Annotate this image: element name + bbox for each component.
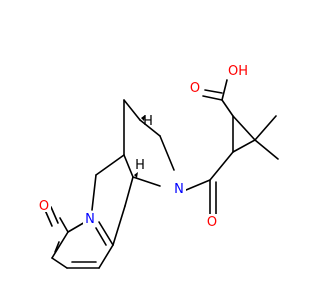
bond	[51, 257, 68, 269]
atom-label-bg	[205, 214, 219, 228]
atom-label-bg	[227, 63, 249, 77]
bond	[112, 205, 126, 246]
atom-label: N	[174, 182, 184, 197]
bond	[202, 95, 223, 101]
bond	[139, 119, 161, 137]
stereo-markers: H H	[134, 114, 153, 178]
stereo-h-label: H	[135, 158, 145, 173]
bond	[254, 115, 277, 141]
stereo-wedge	[141, 115, 145, 121]
bond	[51, 231, 69, 259]
bond	[124, 176, 134, 207]
atom-label-bg	[188, 80, 202, 94]
stereo-h-label: H	[143, 114, 153, 129]
stereo-wedge	[134, 172, 138, 178]
bond	[123, 99, 141, 121]
bond	[221, 99, 234, 117]
bond	[204, 89, 223, 94]
bond	[123, 154, 134, 178]
bond	[232, 115, 256, 141]
atom-label-bg	[37, 198, 51, 212]
bond	[50, 206, 59, 224]
atom-label: O	[39, 199, 49, 214]
bond	[98, 244, 114, 269]
bond	[159, 135, 175, 171]
atom-label-bg	[83, 211, 97, 225]
bond-lines	[44, 79, 279, 269]
bond	[98, 221, 114, 246]
bond	[95, 227, 107, 246]
molecule-diagram: O N N O O OH H H	[37, 63, 279, 269]
bond	[185, 179, 211, 191]
bond	[221, 79, 228, 101]
bond	[54, 241, 60, 253]
atom-label: OH	[228, 64, 248, 79]
atom-label: O	[190, 81, 200, 96]
atom-label: N	[85, 212, 95, 227]
bond	[232, 139, 256, 153]
bond	[95, 154, 125, 176]
atom-labels: O N N O O OH	[37, 63, 249, 230]
bond	[91, 174, 97, 211]
atom-label: O	[207, 215, 217, 230]
bond	[254, 139, 279, 160]
bond	[209, 151, 234, 181]
bond	[59, 217, 69, 233]
bond	[44, 209, 53, 227]
atom-label-bg	[172, 181, 186, 195]
bond	[132, 176, 161, 187]
